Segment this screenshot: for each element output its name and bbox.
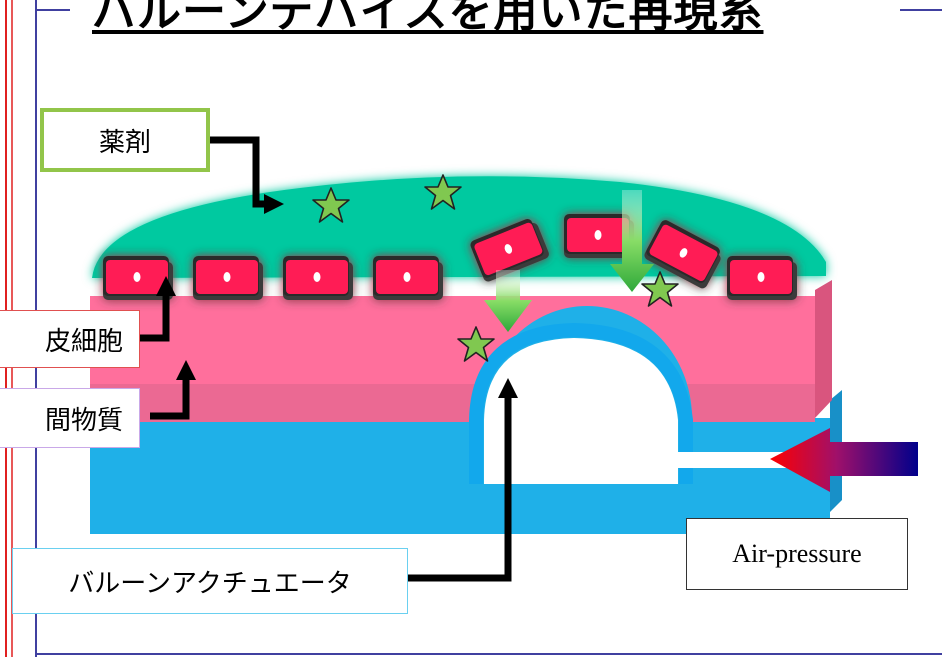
epithelial-cell	[193, 256, 263, 300]
air-pressure-label: Air-pressure	[686, 518, 908, 590]
balloon-actuator-label: バルーンアクチュエータ	[12, 548, 408, 614]
arrow-icon	[610, 190, 654, 292]
air-pressure-arrow	[770, 428, 918, 492]
arrow-icon	[176, 360, 196, 380]
leader-lines	[140, 136, 512, 582]
epithelial-cell-label: 皮細胞	[0, 310, 140, 368]
leader-arrowheads	[156, 194, 518, 398]
extracellular-matrix-label: 間物質	[0, 388, 140, 448]
arrow-icon	[156, 276, 176, 296]
drug-flow-arrows	[484, 190, 654, 332]
arrow-icon	[264, 194, 284, 214]
page-title: バルーンデバイスを用いた再現系	[92, 0, 764, 37]
arrow-icon	[484, 270, 532, 332]
extracellular-matrix-layer	[90, 280, 832, 422]
balloon-actuator	[469, 306, 800, 484]
epithelial-cell	[727, 256, 797, 300]
epithelial-cell	[283, 256, 353, 300]
drug-label: 薬剤	[40, 108, 210, 172]
arrow-icon	[498, 378, 518, 398]
substrate	[90, 390, 842, 534]
epithelial-cell	[373, 256, 443, 300]
